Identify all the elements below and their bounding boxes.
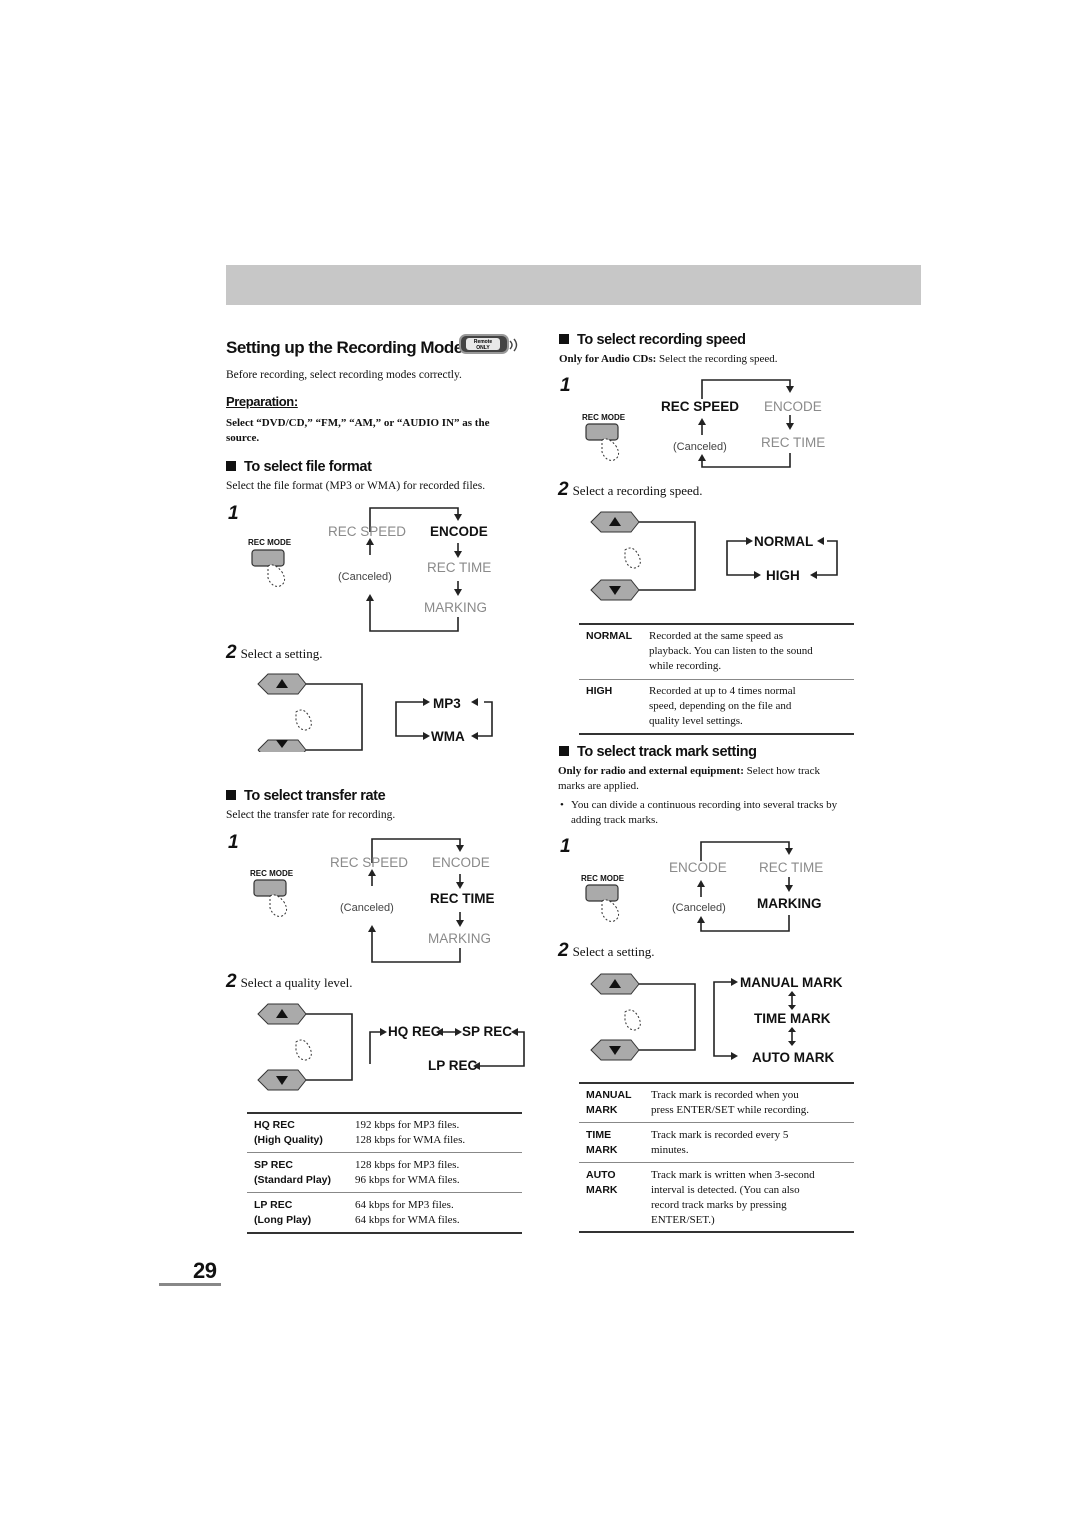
step-number: 1 [228, 503, 239, 524]
step-number: 1 [560, 836, 571, 857]
option-mp3: MP3 [433, 696, 461, 711]
option-time-mark: TIME MARK [754, 1011, 831, 1026]
step-2: 2 Select a recording speed. [558, 479, 703, 500]
option-normal: NORMAL [754, 534, 814, 549]
transfer-rate-desc: Select the transfer rate for recording. [226, 809, 396, 821]
rec-mode-button[interactable] [584, 422, 644, 464]
cursor-buttons[interactable] [589, 972, 699, 1064]
svg-text:ONLY: ONLY [476, 345, 490, 351]
cycle-marking: MARKING [428, 931, 492, 946]
cycle-rec-time: REC TIME [761, 435, 826, 450]
canceled-label: (Canceled) [672, 902, 726, 914]
recording-speed-heading: To select recording speed [559, 332, 746, 348]
option-high: HIGH [766, 568, 800, 583]
rec-mode-label: REC MODE [250, 869, 294, 878]
rec-mode-label: REC MODE [248, 538, 292, 547]
step-number: 1 [560, 375, 571, 396]
step-number: 1 [228, 832, 239, 853]
cycle-rec-speed: REC SPEED [330, 855, 409, 870]
file-format-desc: Select the file format (MP3 or WMA) for … [226, 480, 486, 492]
rec-mode-button[interactable] [584, 883, 644, 925]
table-rule [247, 1152, 522, 1153]
cursor-buttons[interactable] [256, 672, 366, 761]
canceled-label: (Canceled) [673, 441, 727, 453]
rec-mode-button[interactable] [252, 878, 312, 920]
section-intro: Before recording, select recording modes… [226, 369, 462, 381]
table-rule [579, 733, 854, 735]
cursor-buttons[interactable] [589, 510, 699, 602]
table-rule [579, 1231, 854, 1233]
option-lp-rec: LP REC [428, 1058, 478, 1073]
table-rule [579, 623, 854, 625]
table-rule [579, 679, 854, 680]
file-format-heading: To select file format [226, 459, 372, 475]
recording-speed-desc: Only for Audio CDs: Select the recording… [559, 353, 778, 365]
cycle-rec-speed: REC SPEED [661, 399, 740, 414]
option-sp-rec: SP REC [462, 1024, 513, 1039]
cursor-buttons[interactable] [256, 1002, 356, 1092]
option-wma: WMA [431, 729, 465, 744]
table-rule [247, 1192, 522, 1193]
option-hq-rec: HQ REC [388, 1024, 441, 1039]
canceled-label: (Canceled) [340, 902, 394, 914]
rec-mode-label: REC MODE [581, 874, 625, 883]
table-rule [247, 1232, 522, 1234]
track-mark-heading: To select track mark setting [559, 744, 757, 760]
cycle-rec-speed: REC SPEED [328, 524, 407, 539]
cycle-encode: ENCODE [764, 399, 822, 414]
step-2: 2 Select a setting. [226, 642, 323, 663]
cycle-marking: MARKING [757, 896, 822, 911]
cycle-encode: ENCODE [430, 524, 488, 539]
header-bar [226, 265, 921, 305]
remote-only-icon: Remote ONLY [458, 333, 522, 357]
transfer-rate-heading: To select transfer rate [226, 788, 386, 804]
track-mark-desc: Only for radio and external equipment: S… [558, 765, 820, 792]
cycle-encode: ENCODE [669, 860, 727, 875]
track-mark-bullet: • You can divide a continuous recording … [560, 799, 838, 826]
table-rule [579, 1082, 854, 1084]
step-2: 2 Select a setting. [558, 940, 655, 961]
table-rule [579, 1122, 854, 1123]
rec-mode-button[interactable] [250, 548, 310, 590]
cycle-rec-time: REC TIME [427, 560, 492, 575]
rec-mode-label: REC MODE [582, 413, 626, 422]
svg-text:Remote: Remote [474, 339, 493, 345]
cycle-encode: ENCODE [432, 855, 490, 870]
page-number-rule [159, 1283, 221, 1286]
step-2: 2 Select a quality level. [226, 971, 353, 992]
cycle-rec-time: REC TIME [430, 891, 495, 906]
cycle-marking: MARKING [424, 600, 488, 615]
table-rule [247, 1112, 522, 1114]
page-number: 29 [193, 1258, 217, 1283]
cycle-rec-time: REC TIME [759, 860, 824, 875]
canceled-label: (Canceled) [338, 571, 392, 583]
option-auto-mark: AUTO MARK [752, 1050, 835, 1065]
section-title: Setting up the Recording Modes [226, 338, 472, 357]
preparation-label: Preparation: [226, 394, 298, 409]
table-rule [579, 1162, 854, 1163]
preparation-text: Select “DVD/CD,” “FM,” “AM,” or “AUDIO I… [226, 417, 490, 444]
option-manual-mark: MANUAL MARK [740, 975, 843, 990]
